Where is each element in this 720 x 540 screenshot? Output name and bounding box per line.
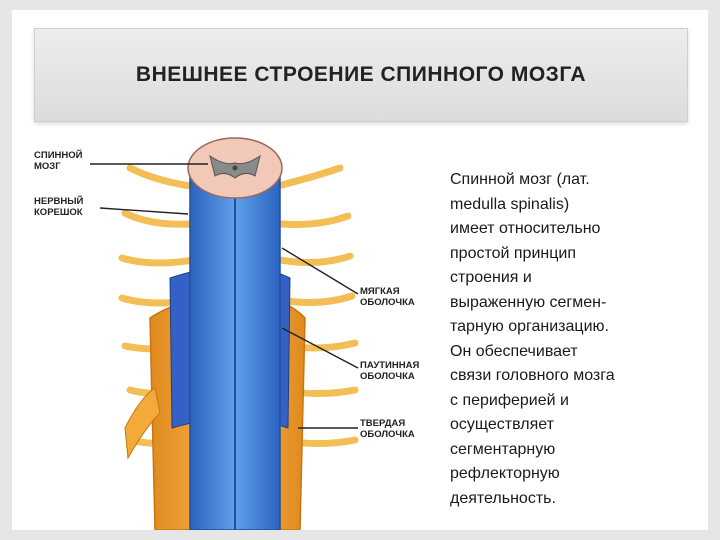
slide: ВНЕШНЕЕ СТРОЕНИЕ СПИННОГО МОЗГА <box>12 10 708 530</box>
label-dura-mater: ТВЕРДАЯ ОБОЛОЧКА <box>360 418 415 440</box>
title-band: ВНЕШНЕЕ СТРОЕНИЕ СПИННОГО МОЗГА <box>34 28 688 122</box>
label-arachnoid-mater: ПАУТИННАЯ ОБОЛОЧКА <box>360 360 420 382</box>
label-pointers <box>90 163 359 429</box>
slide-title: ВНЕШНЕЕ СТРОЕНИЕ СПИННОГО МОЗГА <box>135 63 587 86</box>
pointer-arachnoid <box>281 327 359 369</box>
spinal-cord-illustration: СПИННОЙ МОЗГ НЕРВНЫЙ КОРЕШОК МЯГКАЯ ОБОЛ… <box>30 128 428 530</box>
nerve-root-right-2 <box>266 212 352 228</box>
label-pia-mater: МЯГКАЯ ОБОЛОЧКА <box>360 286 415 308</box>
cord-cross-section <box>187 137 283 199</box>
label-spinal-cord: СПИННОЙ МОЗГ <box>34 150 83 172</box>
slide-body-text: Спинной мозг (лат. medulla spinalis) име… <box>450 171 615 507</box>
spinal-cord-column <box>189 167 281 530</box>
spinal-cord-diagram <box>90 137 359 530</box>
label-nerve-root: НЕРВНЫЙ КОРЕШОК <box>34 196 84 218</box>
pointer-nerve-root <box>99 207 189 215</box>
pointer-pia <box>281 247 359 295</box>
nerve-root-right-3 <box>266 252 354 266</box>
